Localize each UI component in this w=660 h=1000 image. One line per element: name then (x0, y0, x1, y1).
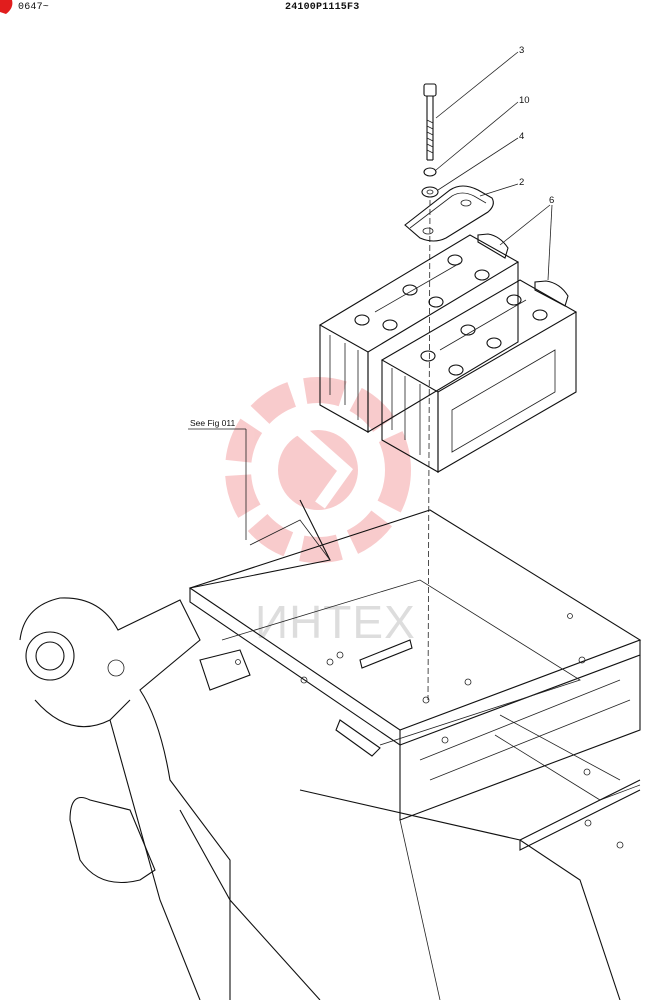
assembly-centerline (427, 199, 431, 701)
callout-leaders (435, 51, 553, 281)
battery-front (380, 279, 578, 473)
bolt-part (423, 83, 437, 161)
callout-clamp-plate: 2 (519, 177, 524, 188)
clamp-plate-part (404, 185, 494, 242)
watermark-logo (225, 377, 411, 563)
boom-arm (19, 597, 621, 1000)
callout-battery: 6 (549, 195, 554, 206)
frame-chassis (188, 499, 642, 851)
serial-range-label: 0647~ (18, 2, 50, 13)
watermark-text: ИНТЕХ (255, 596, 416, 648)
callout-washer: 4 (519, 131, 524, 142)
callout-bolt: 3 (519, 45, 524, 56)
header-corner-mark (0, 0, 13, 14)
drawing-number-label: 24100P1115F3 (285, 2, 360, 13)
callout-lock-washer: 10 (519, 95, 530, 106)
battery-rear (318, 233, 520, 433)
washer-part (421, 186, 439, 198)
see-fig-reference: See Fig 011 (190, 418, 235, 428)
lock-washer-part (423, 167, 437, 177)
